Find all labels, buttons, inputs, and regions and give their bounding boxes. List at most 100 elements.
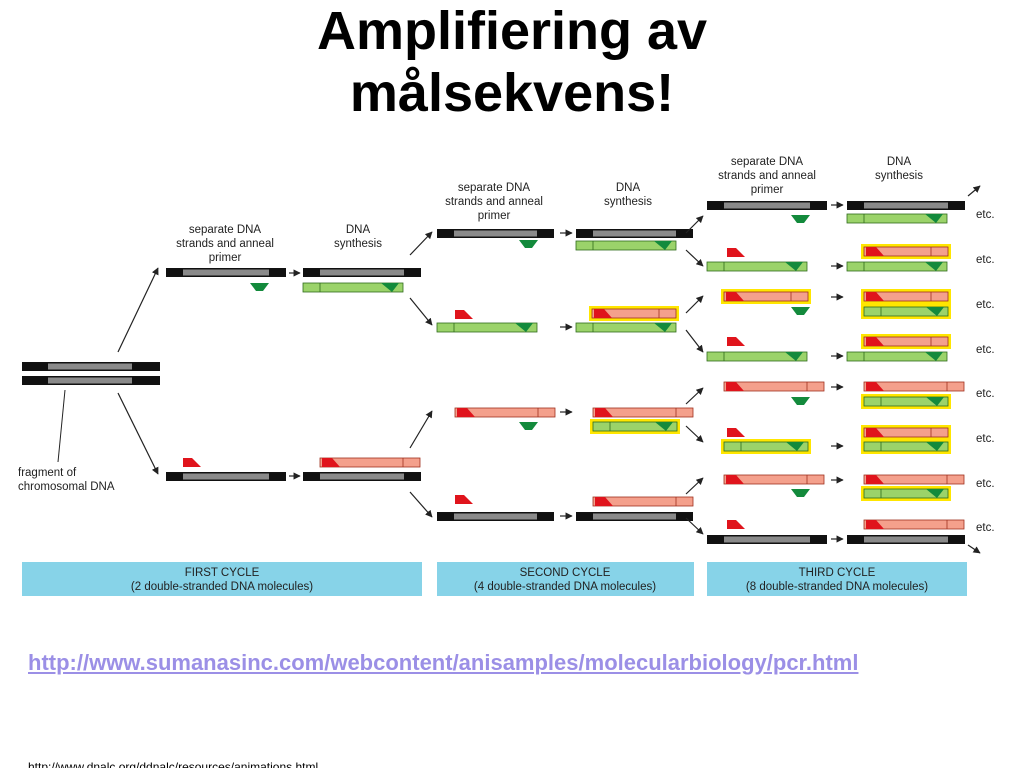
new-strand-green [846,351,948,362]
primer-red-icon [727,248,745,257]
strand-break-gap [152,385,154,388]
arrow-icon [685,477,704,495]
new-strand-green [723,441,809,452]
svg-text:separate DNA: separate DNA [458,182,531,194]
primer-red-icon [866,247,884,256]
primer-red-icon [727,337,745,346]
arrow-icon [685,387,704,405]
primer-green-icon [791,215,810,223]
primer-red-icon [183,458,201,467]
template-strand-core [320,269,404,276]
primer-red-icon [866,475,884,484]
etc-label: etc. [976,344,995,356]
primer-green-icon [925,352,943,361]
source-link-dnalc[interactable]: http://www.dnalc.org/ddnalc/resources/an… [28,760,319,768]
svg-text:DNA: DNA [346,224,371,236]
template-strand-core [320,473,404,480]
template-strand-core [593,513,676,520]
arrow-icon [409,297,433,326]
new-strand-red [454,407,556,418]
template-strand-core [454,230,537,237]
new-strand-green [575,240,677,251]
primer-red-icon [866,292,884,301]
primer-red-icon [457,408,475,417]
svg-text:primer: primer [209,252,242,264]
etc-label: etc. [976,299,995,311]
cycle-band-third: THIRD CYCLE (8 double-stranded DNA molec… [707,562,967,596]
primer-green-icon [925,214,943,223]
strand-break-gap [28,385,30,388]
primer-green-icon [519,422,538,430]
svg-text:synthesis: synthesis [875,170,923,182]
primer-green-icon [926,397,944,406]
template-strand-core [48,363,132,370]
arrow-icon [685,295,704,314]
svg-text:THIRD CYCLE: THIRD CYCLE [799,567,876,579]
svg-text:(4 double-stranded DNA molecul: (4 double-stranded DNA molecules) [474,581,656,593]
arrow-icon [685,425,704,443]
svg-text:strands and anneal: strands and anneal [176,238,274,250]
template-strand-core [593,230,676,237]
primer-green-icon [655,422,673,431]
new-strand-green [436,322,538,333]
primer-red-icon [866,428,884,437]
primer-green-icon [791,307,810,315]
template-strand-core [724,536,810,543]
new-strand-red [863,427,949,438]
arrow-icon [409,410,433,449]
arrow-icon [967,544,981,554]
new-strand-red [591,308,677,319]
arrow-icon [409,491,433,518]
primer-green-icon [654,241,672,250]
primer-red-icon [866,337,884,346]
step-label-c3-synthesis: DNA synthesis [875,156,923,182]
svg-text:synthesis: synthesis [604,196,652,208]
primer-red-icon [726,292,744,301]
fragment-label: fragment of chromosomal DNA [18,467,115,493]
new-strand-red [863,474,965,485]
primer-green-icon [926,307,944,316]
primer-green-icon [515,323,533,332]
fragment-label-line1: fragment of [18,467,77,479]
etc-label: etc. [976,478,995,490]
primer-green-icon [654,323,672,332]
primer-red-icon [322,458,340,467]
svg-text:separate DNA: separate DNA [189,224,262,236]
svg-text:(8 double-stranded DNA molecul: (8 double-stranded DNA molecules) [746,581,928,593]
template-strand-core [183,473,269,480]
arrow-icon [685,329,704,353]
new-strand-green [706,261,808,272]
svg-text:primer: primer [478,210,511,222]
diagram-shapes [22,185,981,554]
primer-green-icon [381,283,399,292]
new-strand-red [592,496,694,507]
svg-text:primer: primer [751,184,784,196]
new-strand-red [723,291,809,302]
svg-text:DNA: DNA [887,156,912,168]
primer-red-icon [455,310,473,319]
svg-text:(2 double-stranded DNA molecul: (2 double-stranded DNA molecules) [131,581,313,593]
fragment-label-line2: chromosomal DNA [18,481,115,493]
primer-green-icon [519,240,538,248]
primer-green-icon [926,442,944,451]
step-label-c3-separate: separate DNA strands and anneal primer [718,156,816,196]
source-link-sumanas[interactable]: http://www.sumanasinc.com/webcontent/ani… [28,650,859,675]
step-label-c2-synthesis: DNA synthesis [604,182,652,208]
new-strand-green [706,351,808,362]
primer-green-icon [791,489,810,497]
svg-text:strands and anneal: strands and anneal [445,196,543,208]
strand-break-gap [152,359,154,362]
cycle-band-first: FIRST CYCLE (2 double-stranded DNA molec… [22,562,422,596]
primer-green-icon [785,262,803,271]
new-strand-red [319,457,421,468]
new-strand-red [723,381,825,392]
slide-title: Amplifiering av målsekvens! [0,0,1024,124]
svg-text:strands and anneal: strands and anneal [718,170,816,182]
new-strand-green [863,441,949,452]
new-strand-green [592,421,678,432]
primer-red-icon [866,382,884,391]
primer-green-icon [250,283,269,291]
primer-green-icon [791,397,810,405]
template-strand-core [864,536,948,543]
step-label-c1-synthesis: DNA synthesis [334,224,382,250]
